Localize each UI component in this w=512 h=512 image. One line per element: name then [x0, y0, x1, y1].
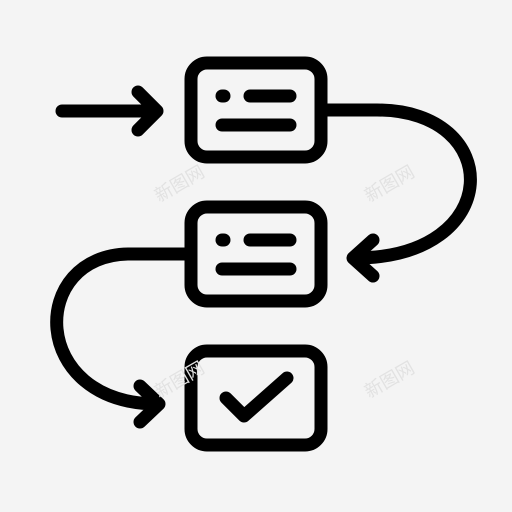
- checkmark-icon: [219, 371, 294, 423]
- step-card-1: [184, 56, 328, 164]
- step-card-done: [184, 344, 328, 452]
- incoming-arrow-icon: [55, 85, 164, 137]
- connector-arrow-left-curve-icon: [50, 247, 198, 429]
- step-card-2: [184, 200, 328, 308]
- connector-arrow-right-curve-icon: [314, 103, 477, 283]
